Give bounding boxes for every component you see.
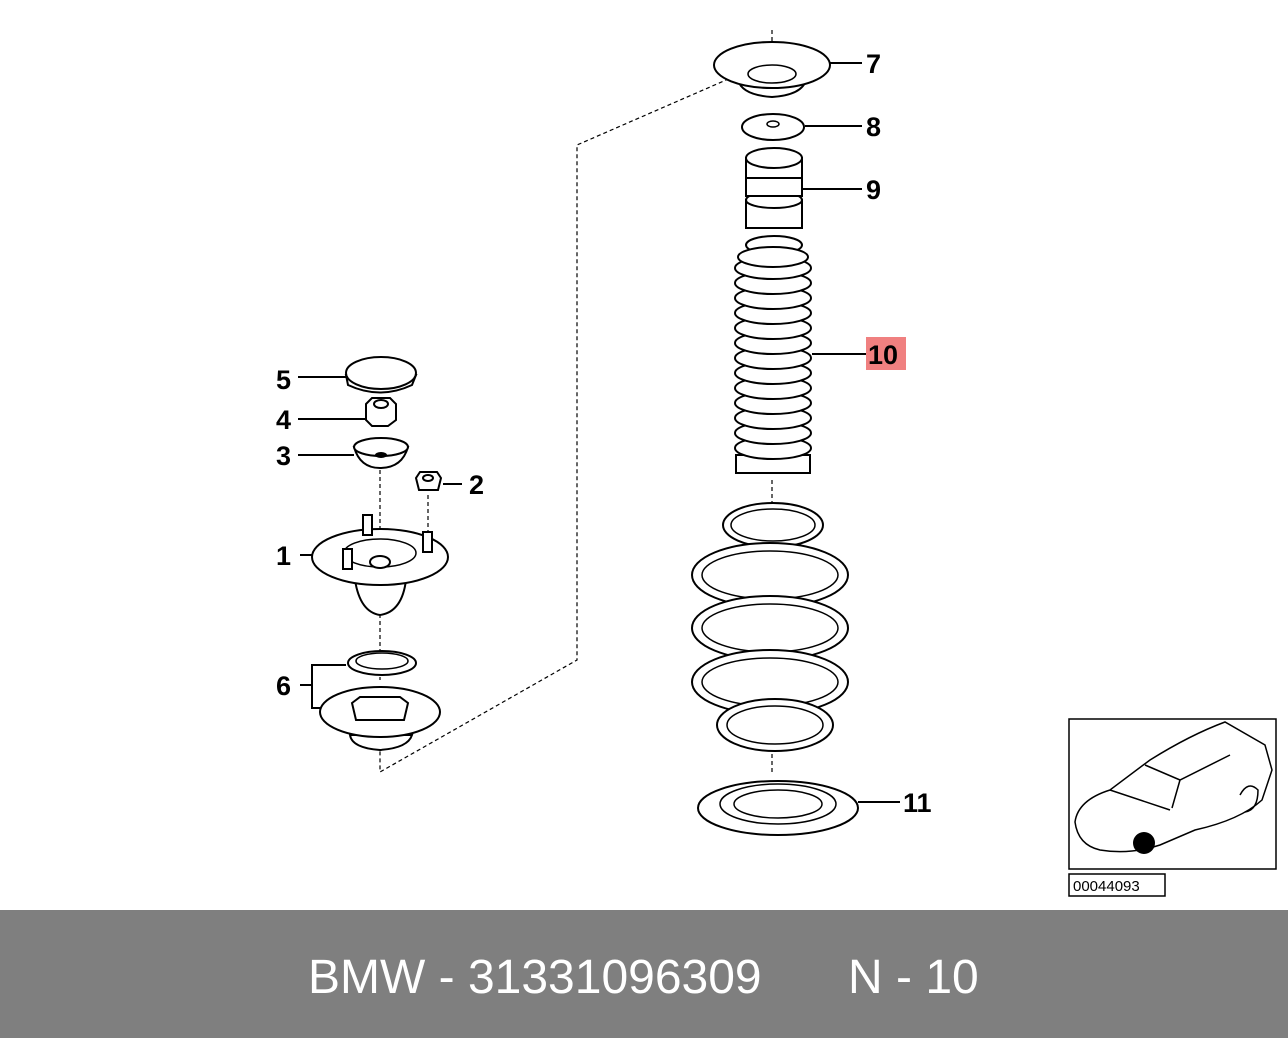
callout-2[interactable]: 2	[469, 470, 484, 500]
wheel-location-marker	[1133, 832, 1155, 854]
leader-lines	[298, 62, 900, 803]
callout-10-highlight	[866, 337, 906, 370]
callout-1[interactable]: 1	[276, 541, 291, 571]
part-7-spring-pad-upper[interactable]	[713, 41, 831, 99]
callout-7[interactable]: 7	[866, 49, 881, 79]
part-10-protective-tube[interactable]	[734, 246, 812, 474]
part-title: BMW - 31331096309	[308, 951, 762, 1004]
callout-8[interactable]: 8	[866, 112, 881, 142]
part-3-cup-washer[interactable]	[352, 437, 410, 470]
part-6-bearing-set[interactable]	[319, 650, 441, 752]
callout-9[interactable]: 9	[866, 175, 881, 205]
parts-diagram: 1 2 3 4 5 6 7 8 9 10 11 00044093	[276, 30, 1277, 897]
part-9-bump-stop[interactable]	[745, 147, 803, 255]
callout-11[interactable]: 11	[903, 788, 932, 818]
car-locator-thumbnail: 00044093	[1068, 718, 1277, 897]
coil-spring	[691, 502, 849, 752]
part-5-cover-cap[interactable]	[344, 356, 418, 394]
part-4-self-locking-nut[interactable]	[365, 397, 397, 427]
callout-5[interactable]: 5	[276, 365, 291, 395]
callout-3[interactable]: 3	[276, 441, 291, 471]
diagram-position: N - 10	[848, 951, 979, 1004]
part-11-spring-pad-lower[interactable]	[697, 780, 859, 836]
callout-6[interactable]: 6	[276, 671, 291, 701]
part-1-strut-mount[interactable]	[311, 514, 449, 617]
part-8-washer[interactable]	[741, 113, 805, 141]
reference-number: 00044093	[1073, 878, 1140, 895]
part-2-collar-nut[interactable]	[414, 471, 443, 491]
callout-10[interactable]: 10	[868, 340, 898, 370]
part-info-banner: BMW - 31331096309 N - 10	[0, 910, 1288, 1038]
callout-4[interactable]: 4	[276, 405, 291, 435]
